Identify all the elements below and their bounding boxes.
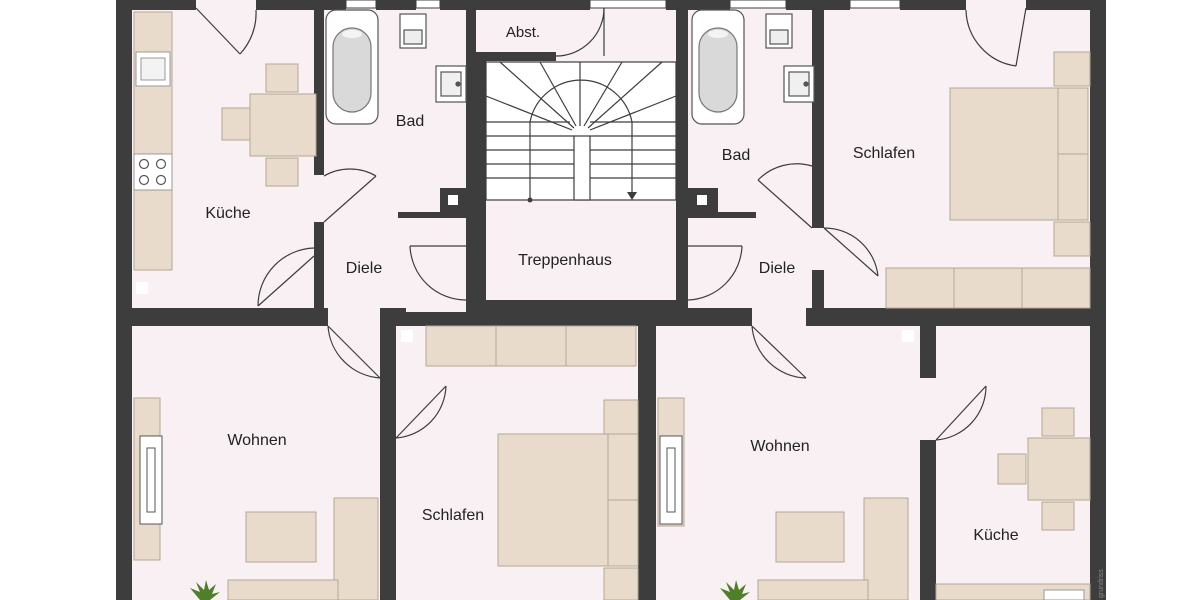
label-diele-right: Diele: [759, 260, 796, 277]
toilet-icon: [399, 13, 793, 49]
sofa-left: [227, 497, 379, 600]
sideboard-left: [133, 397, 163, 561]
label-kueche-right: Küche: [973, 527, 1018, 544]
label-schlafen-top-right: Schlafen: [853, 145, 915, 162]
label-abst: Abst.: [506, 24, 540, 41]
wardrobe-top-right: [885, 267, 1091, 309]
sink-icon: [435, 65, 815, 103]
sofa-right: [757, 497, 909, 600]
wardrobe-bottom: [425, 325, 637, 367]
label-schlafen-bottom: Schlafen: [422, 507, 484, 524]
plant-icon: [720, 580, 750, 600]
label-bad-left: Bad: [396, 113, 424, 130]
plant-icon: [190, 580, 220, 600]
furniture: [133, 11, 1091, 600]
label-treppenhaus: Treppenhaus: [518, 252, 612, 269]
room-labels: Küche Bad Abst. Treppenhaus Bad Schlafen…: [205, 24, 1018, 544]
stove-icon: [138, 158, 167, 186]
coffee-table-right: [775, 511, 845, 563]
staircase: [485, 61, 677, 203]
walls: [116, 0, 1106, 600]
dining-table-right: [997, 407, 1091, 531]
label-bad-right: Bad: [722, 147, 750, 164]
sideboard-right: [657, 397, 685, 527]
coffee-table-left: [245, 511, 317, 563]
doors: [195, 7, 1027, 441]
kitchen-counter-right: [935, 583, 1091, 600]
label-wohnen-right: Wohnen: [750, 438, 809, 455]
bed-top-right: [949, 51, 1091, 257]
credit-text: grundriss: [1098, 569, 1105, 598]
label-kueche-left: Küche: [205, 205, 250, 222]
dining-table-left: [221, 63, 317, 187]
bathtub-icon: [691, 9, 745, 125]
kitchen-counter-left: [133, 11, 173, 271]
label-wohnen-left: Wohnen: [227, 432, 286, 449]
bed-bottom: [497, 399, 639, 600]
bathtub-icon: [325, 9, 379, 125]
windows: [345, 0, 901, 9]
label-diele-left: Diele: [346, 260, 383, 277]
